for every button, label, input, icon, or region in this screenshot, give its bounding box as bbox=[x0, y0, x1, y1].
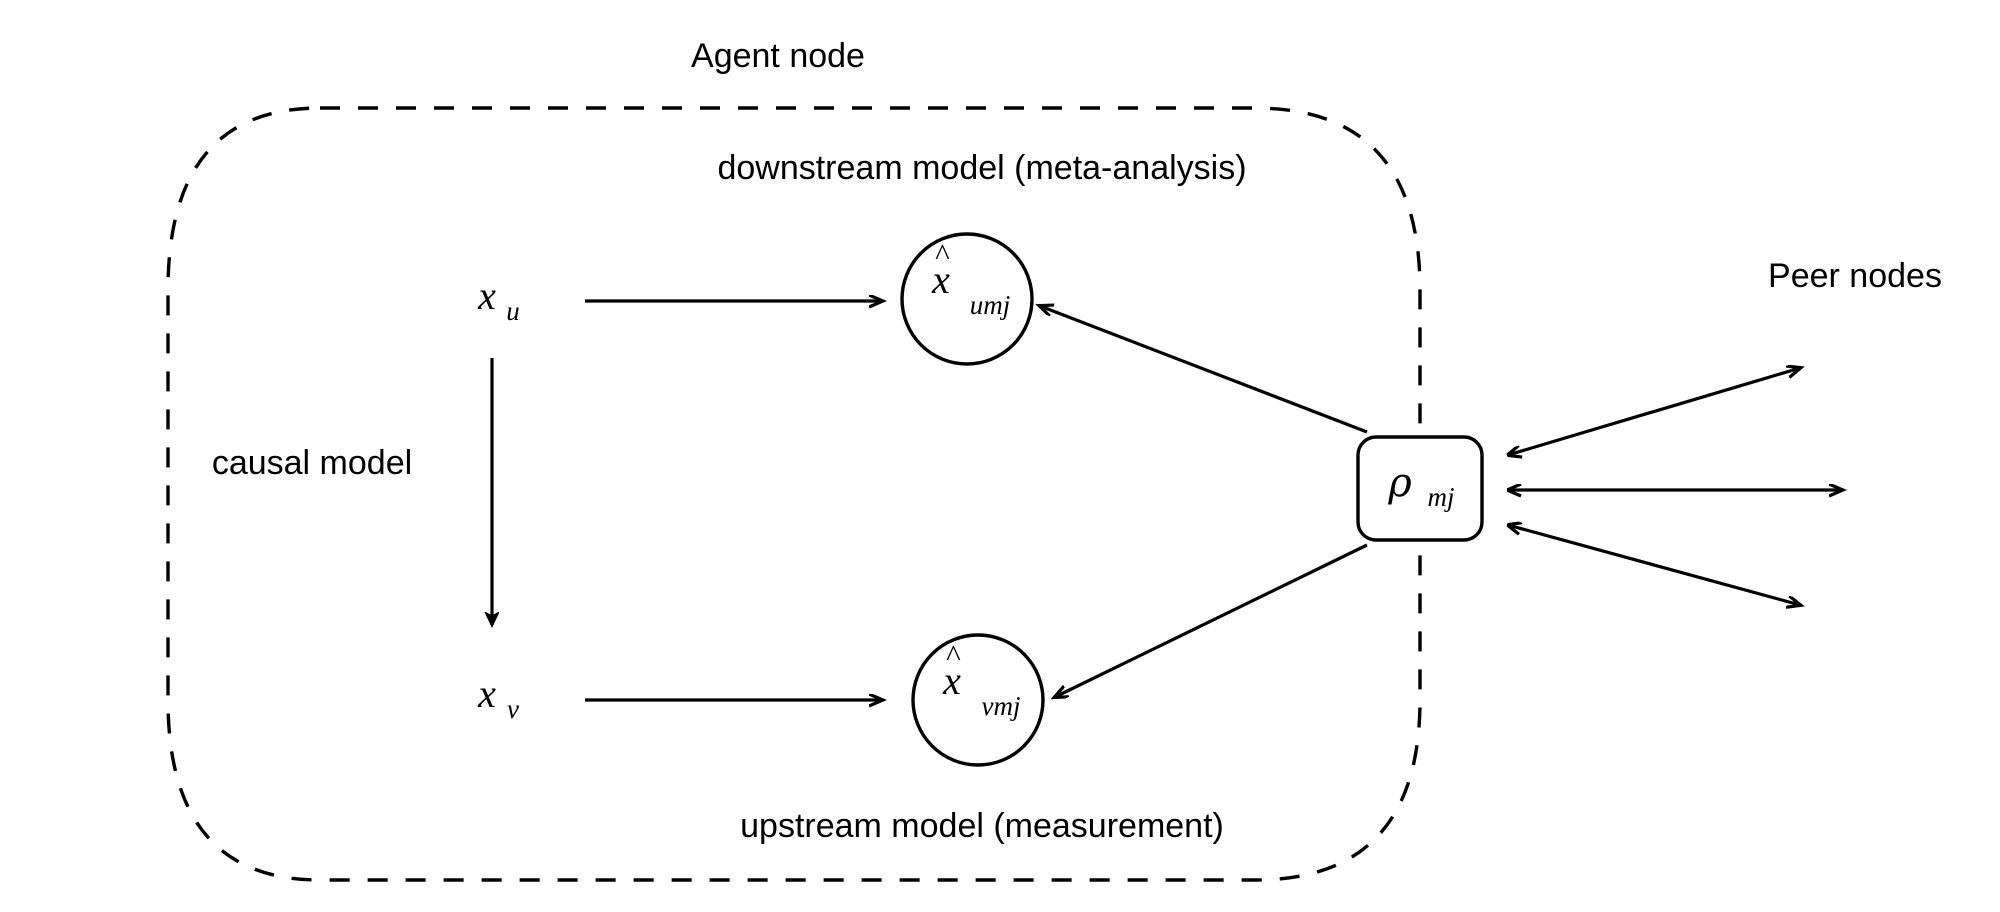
node-xhat-vmj-subscript: vmj bbox=[982, 691, 1021, 721]
node-rho-mj: ρ mj bbox=[1356, 435, 1484, 542]
node-x-u-subscript: u bbox=[506, 296, 520, 326]
node-xhat-umj-base: x bbox=[931, 257, 950, 302]
causal-model-label: causal model bbox=[212, 444, 412, 482]
upstream-model-label: upstream model (measurement) bbox=[740, 807, 1224, 845]
node-xhat-vmj-base: x bbox=[942, 658, 961, 703]
agent-node-label: Agent node bbox=[691, 37, 865, 75]
node-x-v: x v bbox=[477, 671, 519, 724]
node-x-v-subscript: v bbox=[507, 694, 519, 724]
node-x-v-base: x bbox=[477, 671, 496, 716]
node-xhat-umj: ^ x umj bbox=[900, 232, 1034, 366]
node-rho-mj-box bbox=[1356, 435, 1484, 542]
node-xhat-umj-circle bbox=[900, 232, 1034, 366]
edge-rho-peer-up bbox=[1508, 368, 1800, 455]
node-xhat-vmj: ^ x vmj bbox=[911, 633, 1045, 767]
edge-rho-peer-down bbox=[1508, 525, 1800, 605]
node-x-u: x u bbox=[477, 273, 520, 326]
node-xhat-vmj-hat: ^ bbox=[945, 638, 960, 673]
peer-nodes-label: Peer nodes bbox=[1768, 257, 1942, 295]
agent-node-boundary bbox=[166, 106, 1422, 882]
node-rho-mj-subscript: mj bbox=[1428, 482, 1455, 512]
node-x-u-base: x bbox=[477, 273, 496, 318]
node-xhat-umj-hat: ^ bbox=[934, 237, 949, 272]
edge-rho-to-xhat-vmj bbox=[1055, 543, 1368, 697]
edge-rho-to-xhat-umj bbox=[1040, 306, 1368, 434]
node-xhat-vmj-circle bbox=[911, 633, 1045, 767]
node-rho-mj-base: ρ bbox=[1387, 460, 1412, 506]
node-xhat-umj-subscript: umj bbox=[970, 290, 1011, 320]
downstream-model-label: downstream model (meta-analysis) bbox=[717, 149, 1246, 187]
